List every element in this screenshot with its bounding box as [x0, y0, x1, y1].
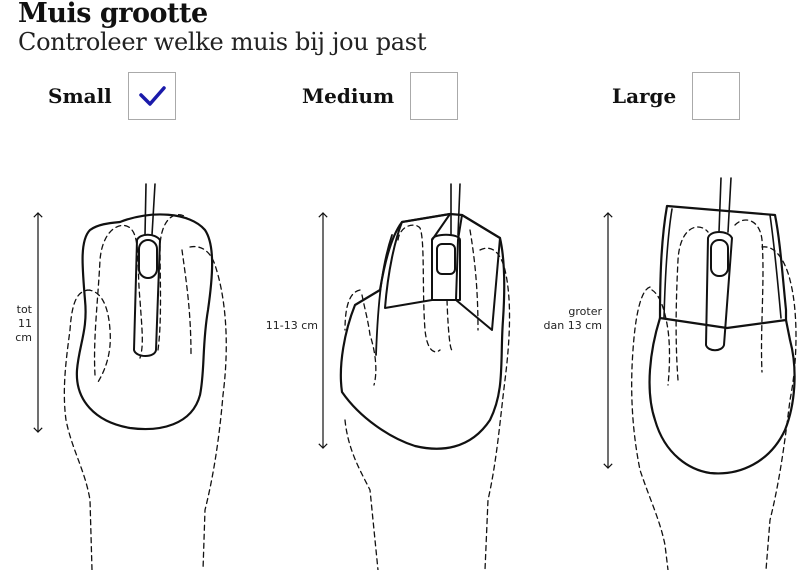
option-small[interactable]: Small: [48, 72, 176, 120]
checkbox-medium[interactable]: [410, 72, 459, 120]
option-large-label: Large: [612, 84, 677, 108]
option-small-label: Small: [48, 84, 112, 108]
option-medium[interactable]: Medium: [302, 72, 459, 120]
medium-mouse-illustration: [318, 183, 511, 570]
option-medium-label: Medium: [302, 84, 395, 108]
dimension-medium: 11-13 cm: [265, 319, 318, 332]
checkbox-small[interactable]: [127, 72, 176, 120]
checkbox-large[interactable]: [692, 72, 741, 120]
checkmark-icon: [139, 86, 166, 106]
page-title: Muis grootte: [18, 0, 208, 29]
page-subtitle: Controleer welke muis bij jou past: [18, 28, 427, 56]
dimension-small: tot 11 cm: [15, 303, 32, 344]
large-mouse-illustration: [603, 177, 797, 570]
option-large[interactable]: Large: [612, 72, 741, 120]
dimension-large: groter dan 13 cm: [543, 305, 602, 332]
small-mouse-illustration: [33, 183, 227, 570]
